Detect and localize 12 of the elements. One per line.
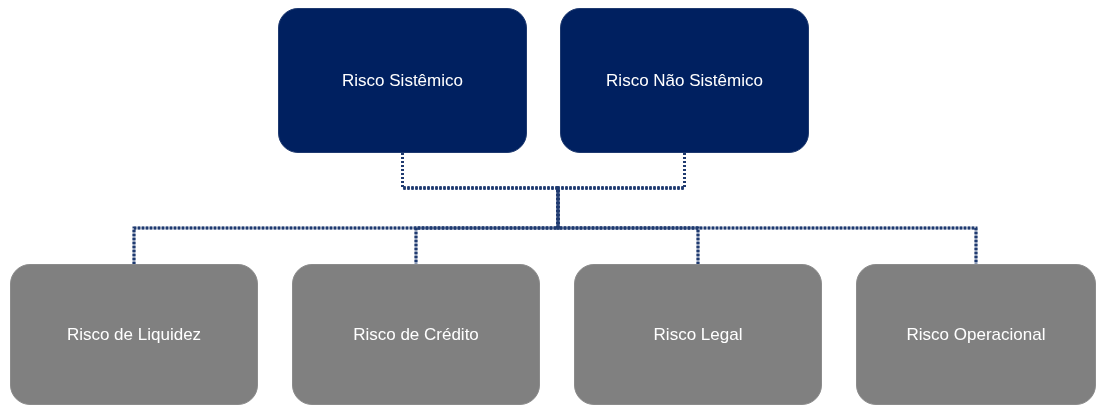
box-label: Risco Legal	[652, 323, 744, 346]
box-label: Risco Operacional	[905, 323, 1047, 346]
category-box	[560, 8, 809, 153]
box-label: Risco de Liquidez	[65, 323, 203, 346]
box-label: Risco de Crédito	[352, 323, 480, 346]
category-box	[10, 264, 258, 405]
category-box	[856, 264, 1096, 405]
category-box	[574, 264, 822, 405]
box-label: Risco Não Sistêmico	[605, 69, 764, 92]
category-box	[292, 264, 540, 405]
category-box	[278, 8, 527, 153]
box-label: Risco Sistêmico	[341, 69, 464, 92]
